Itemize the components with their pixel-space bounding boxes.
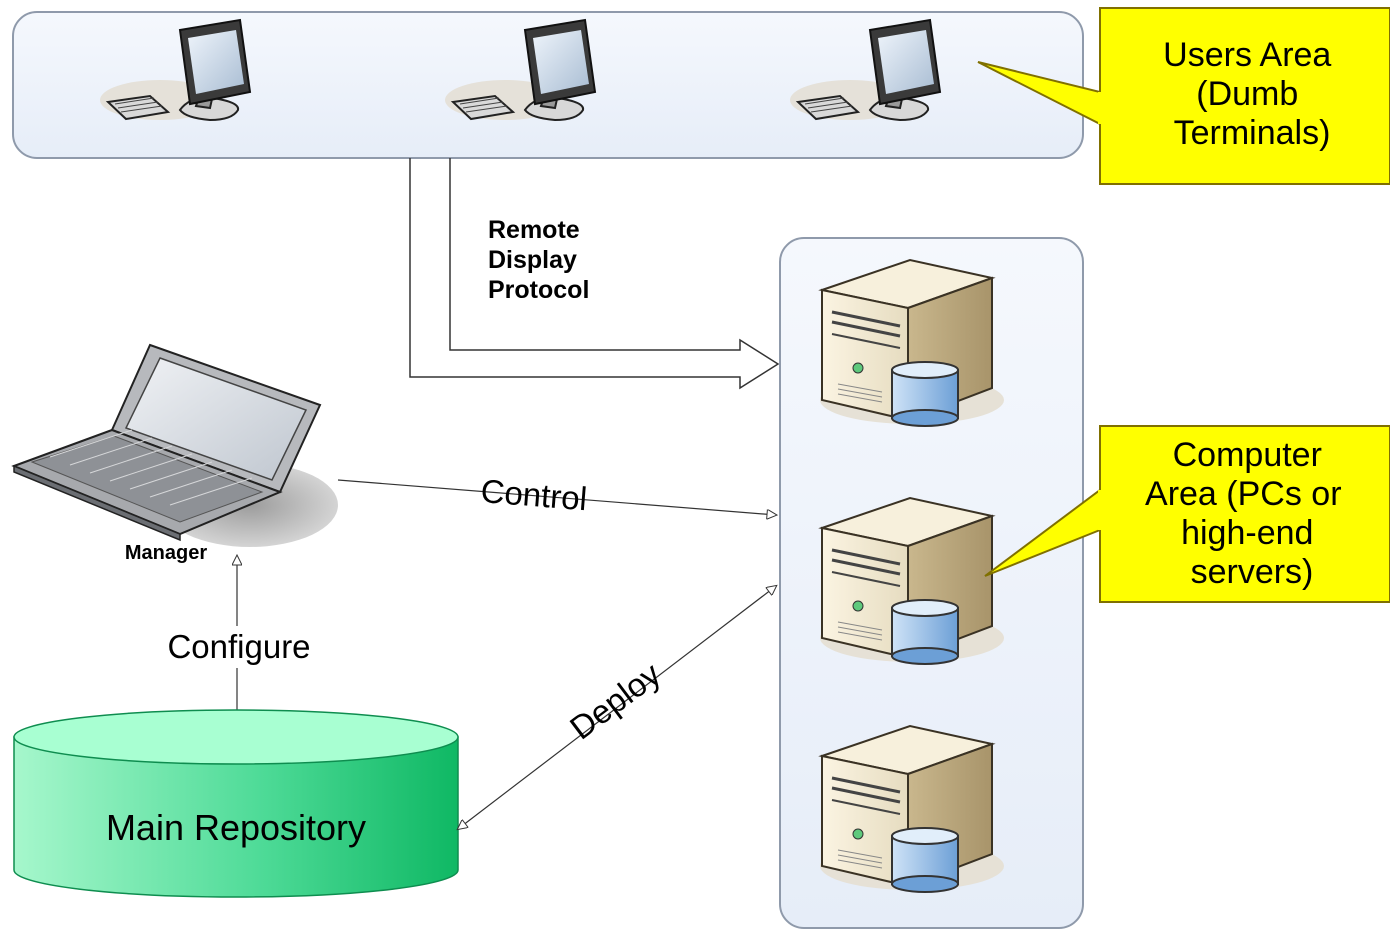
computer-callout-line-3: high-end: [1181, 514, 1313, 552]
server-2-icon: [818, 496, 1006, 666]
svg-text:Remote Display Protoco: Remote Display Protocol: [488, 216, 589, 304]
protocol-label-line-3: Protocol: [488, 276, 589, 304]
deploy-label: Deploy: [563, 655, 668, 747]
manager-label: Manager: [125, 542, 207, 564]
computer-callout-line-4: servers): [1191, 553, 1314, 591]
users-callout-line-1: Users Area: [1163, 36, 1331, 74]
protocol-label-line-1: Remote: [488, 216, 580, 244]
control-connector: [337, 479, 776, 515]
computer-callout-line-2: Area (PCs or: [1145, 475, 1342, 513]
users-callout-line-3: Terminals): [1174, 114, 1331, 152]
main-repository-cylinder: [13, 709, 459, 898]
svg-text:Computer Area (PCs or: Computer Area (PCs or high-end servers): [1145, 436, 1351, 591]
users-callout-line-2: (Dumb: [1196, 75, 1298, 113]
server-3-icon: [818, 724, 1006, 894]
configure-label: Configure: [167, 628, 310, 665]
server-1-icon: [818, 258, 1006, 428]
protocol-connector: [409, 158, 780, 390]
svg-text:Users Area (Dumb Termi: Users Area (Dumb Terminals): [1163, 36, 1341, 152]
manager-laptop-icon: [11, 343, 338, 547]
main-repository-label: Main Repository: [106, 807, 366, 848]
users-callout: [1099, 7, 1390, 185]
control-label: Control: [479, 472, 588, 517]
deploy-connector: [458, 586, 776, 829]
protocol-label-line-2: Display: [488, 246, 577, 274]
computer-callout-line-1: Computer: [1173, 436, 1322, 474]
